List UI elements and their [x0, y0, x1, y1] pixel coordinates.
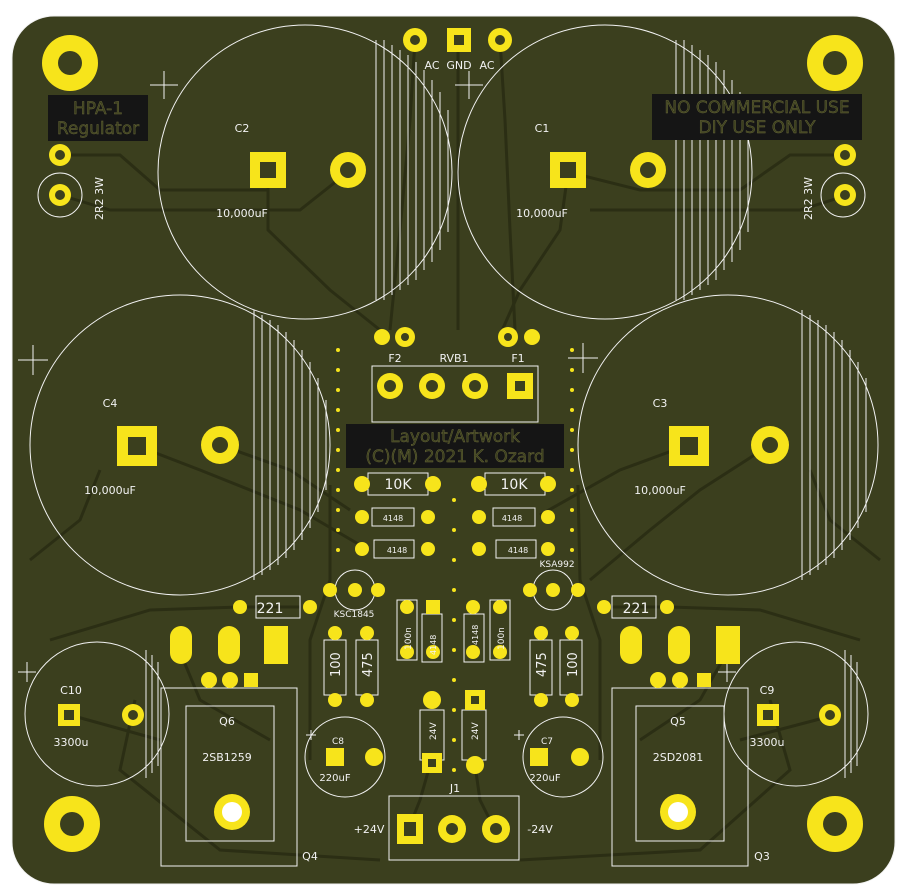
diode-4148-b: 4148	[502, 514, 522, 523]
c1-ref: C1	[535, 122, 550, 135]
plus24-label: +24V	[354, 823, 385, 836]
diode-4148-e: 4148	[429, 635, 438, 655]
c8-value: 220uF	[319, 773, 350, 784]
q3-ref: Q3	[754, 850, 770, 863]
r100-right-label: 100	[566, 652, 581, 677]
q6-outline	[160, 687, 298, 867]
q5-value: 2SD2081	[653, 751, 703, 764]
title-bg	[48, 95, 148, 141]
c10-ref: C10	[60, 684, 82, 697]
capacitor-hatching	[145, 40, 867, 778]
vias	[336, 348, 574, 772]
q5-ref: Q5	[670, 715, 686, 728]
capacitor-c4	[29, 294, 331, 596]
diode-4148-a: 4148	[383, 514, 403, 523]
r10k-left-label: 10K	[385, 477, 413, 493]
zener-24v-left: 24V	[429, 722, 439, 740]
pads	[49, 28, 856, 844]
q6-tab	[185, 705, 275, 842]
capacitor-c7	[522, 716, 604, 798]
ac-right-label: AC	[479, 59, 494, 72]
c2-value: 10,000uF	[216, 207, 268, 220]
c4-ref: C4	[103, 397, 118, 410]
c7-ref: C7	[541, 737, 553, 747]
r-left-value: 2R2 3W	[93, 177, 106, 220]
r475-left-label: 475	[361, 652, 376, 677]
rvb1-outline	[371, 365, 539, 423]
c100n-right-label: 100n	[497, 627, 507, 650]
credit-line2: (C)(M) 2021 K. Ozard	[365, 447, 544, 467]
ac-left-label: AC	[424, 59, 439, 72]
c3-value: 10,000uF	[634, 484, 686, 497]
r-right-value: 2R2 3W	[802, 177, 815, 220]
diode-4148-f: 4148	[471, 625, 480, 645]
c7-value: 220uF	[529, 773, 560, 784]
r221-left-label: 221	[257, 601, 284, 617]
q4-ref: Q4	[302, 850, 318, 863]
r100-left-label: 100	[329, 652, 344, 677]
board-text: HPA-1 Regulator NO COMMERCIAL USE DIY US…	[54, 59, 850, 863]
c9-ref: C9	[760, 684, 775, 697]
f1-label: F1	[511, 352, 524, 365]
c100n-left-label: 100n	[404, 627, 414, 650]
c8-ref: C8	[332, 737, 344, 747]
credit-bg	[346, 424, 564, 468]
mounting-holes	[42, 35, 863, 852]
capacitor-c8	[304, 716, 386, 798]
c4-value: 10,000uF	[84, 484, 136, 497]
c1-value: 10,000uF	[516, 207, 568, 220]
q6-value: 2SB1259	[202, 751, 252, 764]
r475-right-label: 475	[535, 652, 550, 677]
gnd-label: GND	[446, 59, 471, 72]
fiducial-marks	[18, 71, 736, 740]
board-title-line2: Regulator	[57, 119, 139, 139]
q6-ref: Q6	[219, 715, 235, 728]
diode-4148-d: 4148	[508, 546, 528, 555]
diode-4148-c: 4148	[387, 546, 407, 555]
board-title-line1: HPA-1	[73, 99, 123, 119]
r221-right-label: 221	[623, 601, 650, 617]
zener-24v-right: 24V	[471, 722, 481, 740]
capacitor-c3	[577, 294, 879, 596]
f2-label: F2	[388, 352, 401, 365]
j1-ref: J1	[449, 782, 460, 795]
ksa992-label: KSA992	[539, 560, 574, 570]
c9-value: 3300u	[750, 736, 785, 749]
j1-outline	[388, 795, 520, 861]
q5-tab	[635, 705, 725, 842]
c3-ref: C3	[653, 397, 668, 410]
r10k-right-label: 10K	[501, 477, 529, 493]
c2-ref: C2	[235, 122, 250, 135]
ksc1845-label: KSC1845	[334, 610, 375, 620]
capacitor-c1	[457, 24, 753, 320]
credit-line1: Layout/Artwork	[390, 427, 520, 447]
notice-bg	[652, 94, 862, 140]
minus24-label: -24V	[527, 823, 553, 836]
notice-line1: NO COMMERCIAL USE	[664, 98, 849, 118]
capacitor-c10	[24, 641, 170, 787]
c10-value: 3300u	[54, 736, 89, 749]
rvb1-label: RVB1	[439, 352, 468, 365]
notice-line2: DIY USE ONLY	[699, 118, 817, 138]
copper-traces	[29, 39, 881, 862]
